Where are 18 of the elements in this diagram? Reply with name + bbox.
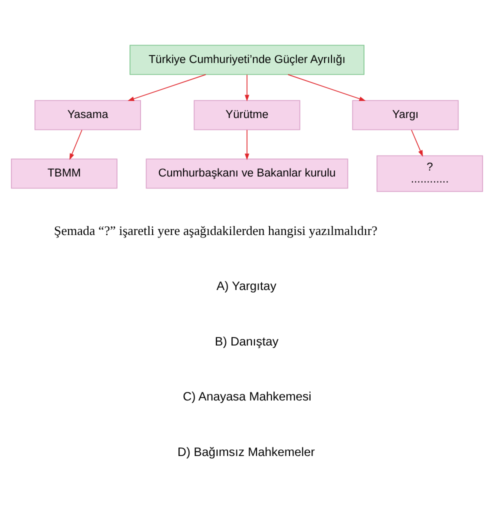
node-box: TBMM [10,158,118,189]
arrow [244,130,250,160]
arrow [288,74,366,101]
node-box: Yargı [352,100,459,130]
label: B) Danıştay [214,334,278,348]
arrow [411,130,423,157]
arrow [244,74,250,102]
node-box: Türkiye Cumhuriyeti’nde Güçler Ayrılığı [130,44,364,75]
label: D) Bağımsız Mahkemeler [178,444,315,459]
label: Şemada “?” işaretli yere aşağıdakilerden hangisi yazılmalıdır? [54,223,378,238]
label: A) Yargıtay [216,279,276,294]
label: C) Anayasa Mahkemesi [182,390,312,404]
arrow [128,74,206,101]
node-box: Yürütme [194,100,300,130]
node-box: ? ............ [376,155,484,192]
node-box: Yasama [34,100,141,130]
arrow [69,130,82,160]
node-box: Cumhurbaşkanı ve Bakanlar kurulu [146,158,348,189]
